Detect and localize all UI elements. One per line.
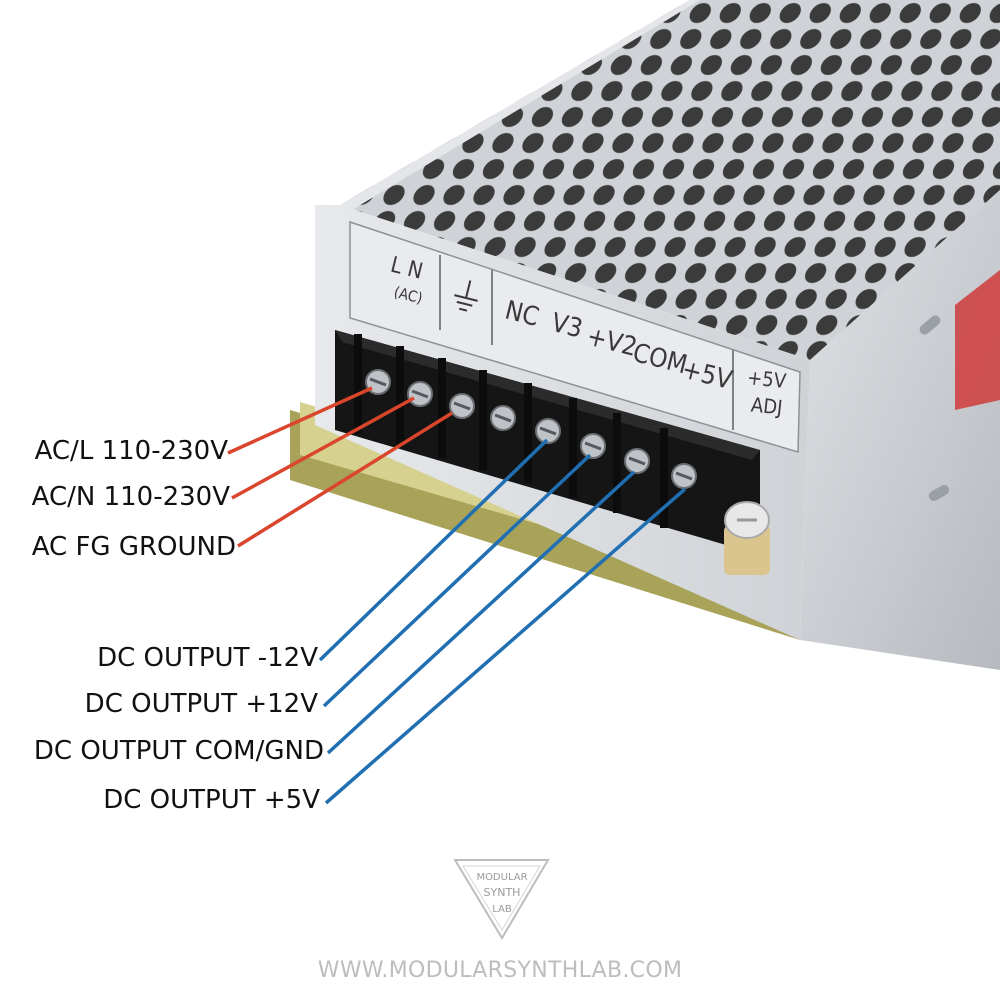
- callout-lines: [227, 386, 687, 805]
- terminal-divider: [569, 398, 577, 498]
- ground-symbol-icon: [454, 280, 478, 312]
- terminal-divider: [479, 370, 487, 470]
- callout-line-dc-plus12: [322, 453, 592, 708]
- logo-text-line3: LAB: [492, 904, 512, 915]
- screw-slot: [628, 456, 646, 466]
- callout-ac-n: AC/N 110-230V: [31, 482, 230, 512]
- logo-text-line1: MODULAR: [476, 872, 527, 883]
- screw-slot: [584, 441, 602, 451]
- callout-line-ac-l: [227, 386, 373, 455]
- logo-text-line2: SYNTH: [484, 886, 521, 899]
- modular-synth-lab-logo: MODULAR SYNTH LAB: [453, 859, 550, 940]
- screw-slot: [494, 413, 512, 423]
- screw-slot: [453, 401, 471, 411]
- terminal-divider: [396, 346, 404, 446]
- terminal-divider: [354, 334, 362, 434]
- terminal-divider: [524, 383, 532, 483]
- callout-dc-plus-12v: DC OUTPUT +12V: [84, 689, 318, 719]
- callout-dc-plus-5v: DC OUTPUT +5V: [103, 785, 320, 815]
- voltage-adjust-potentiometer: [724, 501, 770, 575]
- terminal-divider: [660, 428, 668, 528]
- callout-line-dc-plus5: [324, 487, 687, 805]
- callout-ac-l: AC/L 110-230V: [34, 436, 228, 466]
- case-side-panel: [800, 190, 1000, 670]
- callout-line-ac-fg: [237, 411, 453, 548]
- website-url: WWW.MODULARSYNTHLAB.COM: [317, 958, 683, 983]
- callout-line-ac-n: [231, 396, 415, 500]
- screw-slot: [675, 471, 693, 481]
- callout-dc-com-gnd: DC OUTPUT COM/GND: [33, 736, 324, 766]
- adj-label-bottom: ADJ: [750, 392, 784, 419]
- callout-ac-fg-ground: AC FG GROUND: [31, 532, 236, 562]
- callout-dc-minus-12v: DC OUTPUT -12V: [97, 643, 318, 673]
- screw-slot: [369, 377, 387, 387]
- terminal-block: [335, 330, 760, 555]
- terminal-label-v3: V3: [548, 308, 585, 345]
- perforated-top-cover: [340, 0, 1000, 360]
- callout-line-dc-com: [326, 470, 636, 755]
- screw-slot: [539, 426, 557, 436]
- adj-label-top: +5V: [746, 365, 788, 393]
- terminal-divider: [613, 413, 621, 513]
- screw-slot: [411, 389, 429, 399]
- terminal-divider: [438, 358, 446, 458]
- callout-line-dc-minus12: [318, 438, 549, 662]
- terminal-screws: [354, 334, 697, 528]
